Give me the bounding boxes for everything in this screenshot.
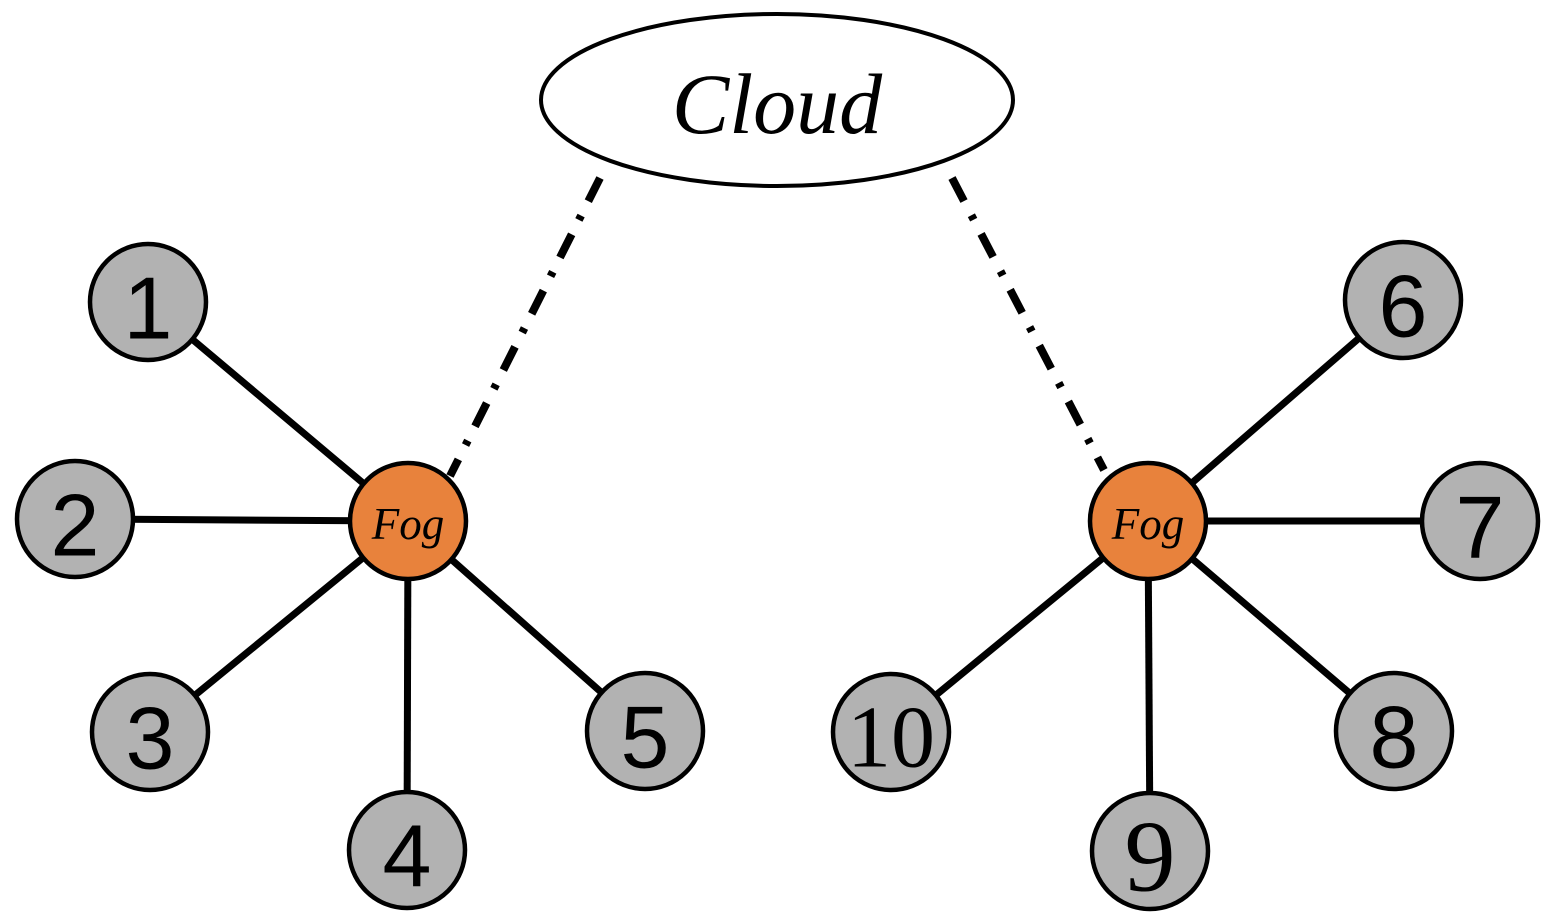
fog-node-right-label: Fog: [1111, 499, 1185, 549]
device-node-8: 8: [1333, 670, 1455, 792]
device-node-3-label: 3: [126, 689, 175, 788]
device-node-9-circle: [1089, 790, 1211, 912]
device-node-6-label: 6: [1379, 257, 1428, 356]
device-node-8-label: 8: [1370, 688, 1419, 787]
device-node-2: 2: [14, 458, 136, 580]
device-node-3-circle: [89, 671, 211, 793]
cloud-shape: [539, 12, 1015, 188]
fog-node-right: Fog: [1087, 460, 1209, 582]
device-node-6-circle: [1342, 239, 1464, 361]
device-node-5-label: 5: [621, 688, 670, 787]
device-node-9-label: 9: [1125, 801, 1176, 914]
device-node-7: 7: [1419, 460, 1541, 582]
device-node-9: 9: [1089, 790, 1211, 914]
device-node-4-circle: [346, 789, 468, 911]
link-cloud-left-fog: [446, 176, 604, 478]
device-node-5-circle: [584, 670, 706, 792]
edges: [74, 176, 1480, 852]
fog-node-right-circle: [1087, 460, 1209, 582]
device-node-6: 6: [1342, 239, 1464, 361]
device-node-1-circle: [87, 241, 209, 363]
device-node-10-circle: [830, 671, 952, 793]
fog-node-left-label: Fog: [371, 499, 445, 549]
device-node-8-circle: [1333, 670, 1455, 792]
device-node-10-label: 10: [847, 690, 935, 787]
device-node-7-circle: [1419, 460, 1541, 582]
device-node-1-label: 1: [124, 259, 173, 358]
cloud-label: Cloud: [672, 56, 883, 152]
fog-node-left: Fog: [347, 460, 469, 582]
cloud-node: Cloud: [539, 12, 1015, 188]
device-node-4: 4: [346, 789, 468, 911]
link-cloud-right-fog: [948, 176, 1108, 472]
device-node-2-label: 2: [51, 476, 100, 575]
device-node-10: 10: [830, 671, 952, 793]
device-node-4-label: 4: [383, 807, 432, 906]
device-node-7-label: 7: [1456, 478, 1505, 577]
device-node-3: 3: [89, 671, 211, 793]
device-node-2-circle: [14, 458, 136, 580]
fog-node-left-circle: [347, 460, 469, 582]
device-node-1: 1: [87, 241, 209, 363]
device-node-5: 5: [584, 670, 706, 792]
